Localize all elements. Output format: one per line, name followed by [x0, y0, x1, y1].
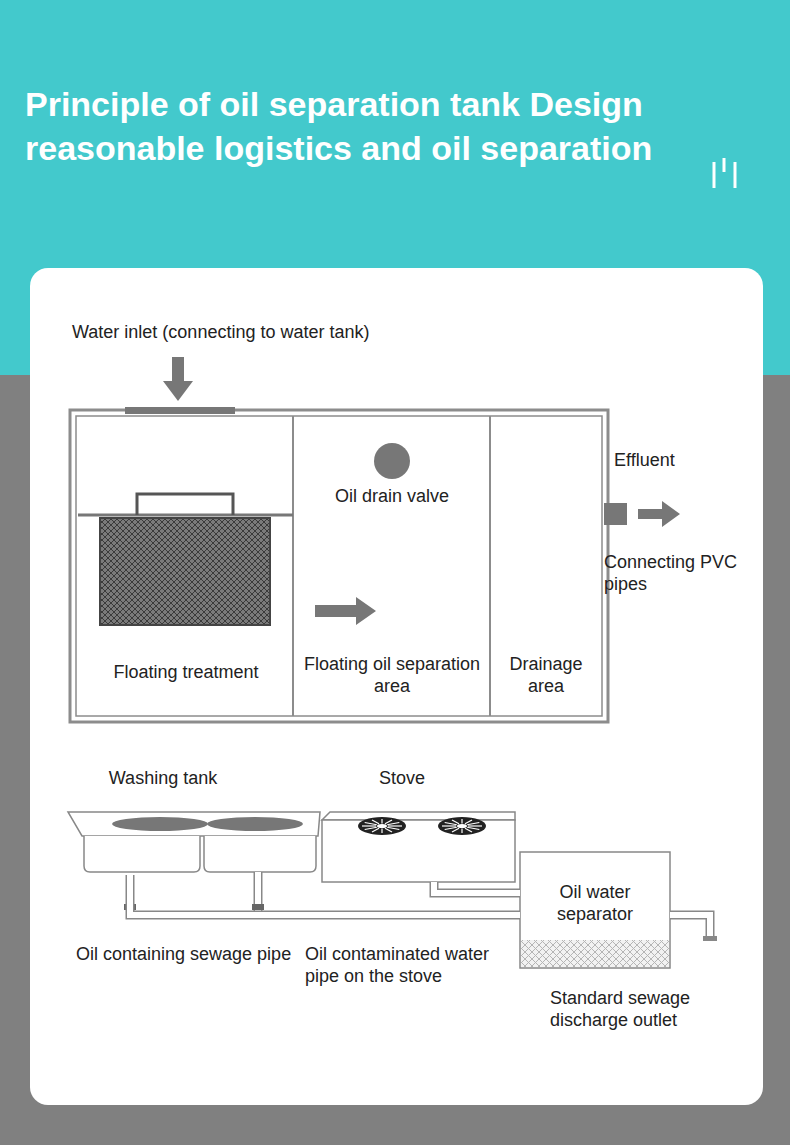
burner-ray [365, 823, 377, 825]
burner-ray [372, 820, 379, 824]
inlet-label: Water inlet (connecting to water tank) [72, 322, 502, 344]
burner-ray [465, 828, 472, 832]
stove-top [322, 812, 515, 820]
effluent-stub [604, 503, 627, 525]
burner-cap [457, 824, 467, 828]
page-title: Principle of oil separation tank Design … [25, 82, 690, 170]
tank-outer-wall [70, 410, 608, 722]
drain-pipe [434, 882, 520, 893]
burner-ray [467, 823, 479, 825]
sediment-layer [521, 940, 669, 967]
burner-ray [372, 828, 379, 832]
burner-ray [461, 829, 462, 834]
filter-basket [100, 518, 270, 625]
burner-ray [385, 820, 392, 824]
icon-bar [723, 158, 726, 172]
burner-ray [442, 825, 456, 826]
sink-bowl [112, 817, 208, 831]
tank-compartment: Drainage area [492, 422, 600, 710]
sink-unit: Washing tank [68, 768, 320, 875]
burner-ray [465, 820, 472, 824]
stove-body [322, 820, 515, 882]
inlet-arrow-head [163, 381, 193, 401]
burner-ray [468, 825, 482, 826]
outlet-label: Standard sewage discharge outlet [550, 988, 755, 1032]
drain-pipe [130, 875, 520, 915]
separator-box: Oil water separator [520, 852, 670, 968]
icon-bar [734, 162, 737, 188]
icon-bar [713, 162, 716, 188]
burner-ray [362, 825, 376, 826]
burner-ray [467, 827, 479, 829]
burner [438, 817, 486, 835]
pipe-inner [434, 882, 520, 893]
burner-cap [377, 824, 387, 828]
sink-basin [84, 836, 200, 872]
inlet-arrow-shaft [172, 357, 184, 382]
pipe-label: Oil contaminated water pipe on the stove [305, 944, 517, 988]
tank-compartment: Oil drain valveFloating oil separation a… [295, 422, 489, 710]
basket-shelf [78, 514, 293, 517]
node-text: Stove [352, 768, 452, 790]
burner-ray [452, 828, 459, 832]
burners [358, 817, 486, 835]
stove-unit: Stove [322, 768, 515, 882]
pipe-label: Oil containing sewage pipe [76, 944, 300, 966]
sink-bowl [207, 817, 303, 831]
outlet-lip [703, 936, 717, 941]
burner-ray [452, 820, 459, 824]
sink-basin [204, 836, 316, 872]
burner [358, 817, 406, 835]
outlet-pipe-outline [670, 915, 710, 938]
node-text: Floating oil separation area [295, 654, 489, 698]
header-icon [714, 158, 735, 188]
tank-divider [489, 416, 491, 716]
burner-ray [387, 827, 399, 829]
outlet-pipe-inner [670, 915, 710, 938]
inlet-opening [125, 407, 235, 414]
burner-ray [461, 819, 462, 824]
pipe-outline [434, 882, 520, 893]
node-text: Oil water separator [524, 882, 666, 926]
burner-ray [381, 829, 382, 834]
burner-ray [387, 823, 399, 825]
burner-ray [365, 827, 377, 829]
tank-compartment: Floating treatment [80, 422, 292, 710]
white-card [30, 268, 763, 1105]
basket-handle [137, 494, 233, 515]
burner-ray [445, 823, 457, 825]
oil-drain-valve [374, 443, 410, 479]
pipe-outline [130, 875, 520, 915]
burner-ray [381, 819, 382, 824]
burner-ray [445, 827, 457, 829]
tank-divider [292, 416, 294, 716]
flow-arrow [315, 597, 376, 625]
pipe-note: Connecting PVC pipes [604, 552, 756, 596]
burner-ray [385, 828, 392, 832]
effluent-label: Effluent [614, 450, 704, 472]
burner-ray [388, 825, 402, 826]
sink-countertop [68, 812, 320, 836]
node-text: Oil drain valve [295, 486, 489, 508]
effluent-arrow [638, 501, 680, 527]
tank-inner-wall [76, 416, 602, 716]
node-text: Floating treatment [80, 662, 292, 684]
pipe-joint [252, 904, 264, 910]
separator-tank [520, 852, 670, 968]
node-text: Drainage area [492, 654, 600, 698]
node-text: Washing tank [108, 768, 218, 790]
pipe-inner [130, 875, 520, 915]
